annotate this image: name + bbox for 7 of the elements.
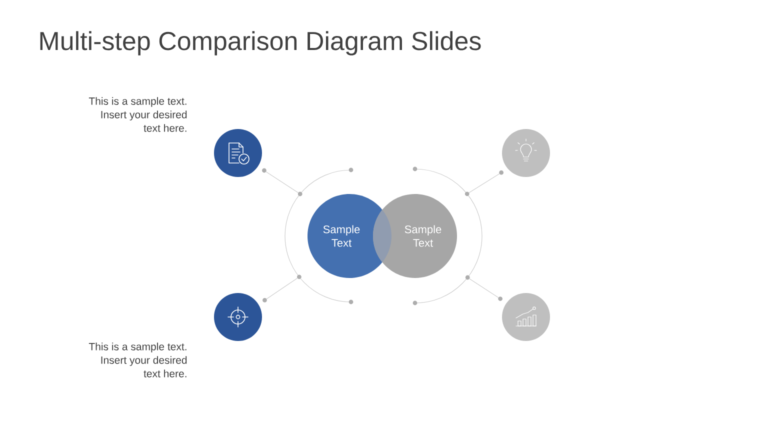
connector bbox=[266, 278, 298, 300]
connector bbox=[266, 171, 299, 194]
title: Multi-step Comparison Diagram Slides bbox=[40, 31, 481, 56]
connector bbox=[469, 278, 499, 298]
description-text: This is a sample text. Insert your desired text here. bbox=[88, 97, 187, 132]
description-text: This is a sample text. Insert your desired text here. bbox=[88, 342, 187, 378]
connector bbox=[468, 173, 500, 194]
